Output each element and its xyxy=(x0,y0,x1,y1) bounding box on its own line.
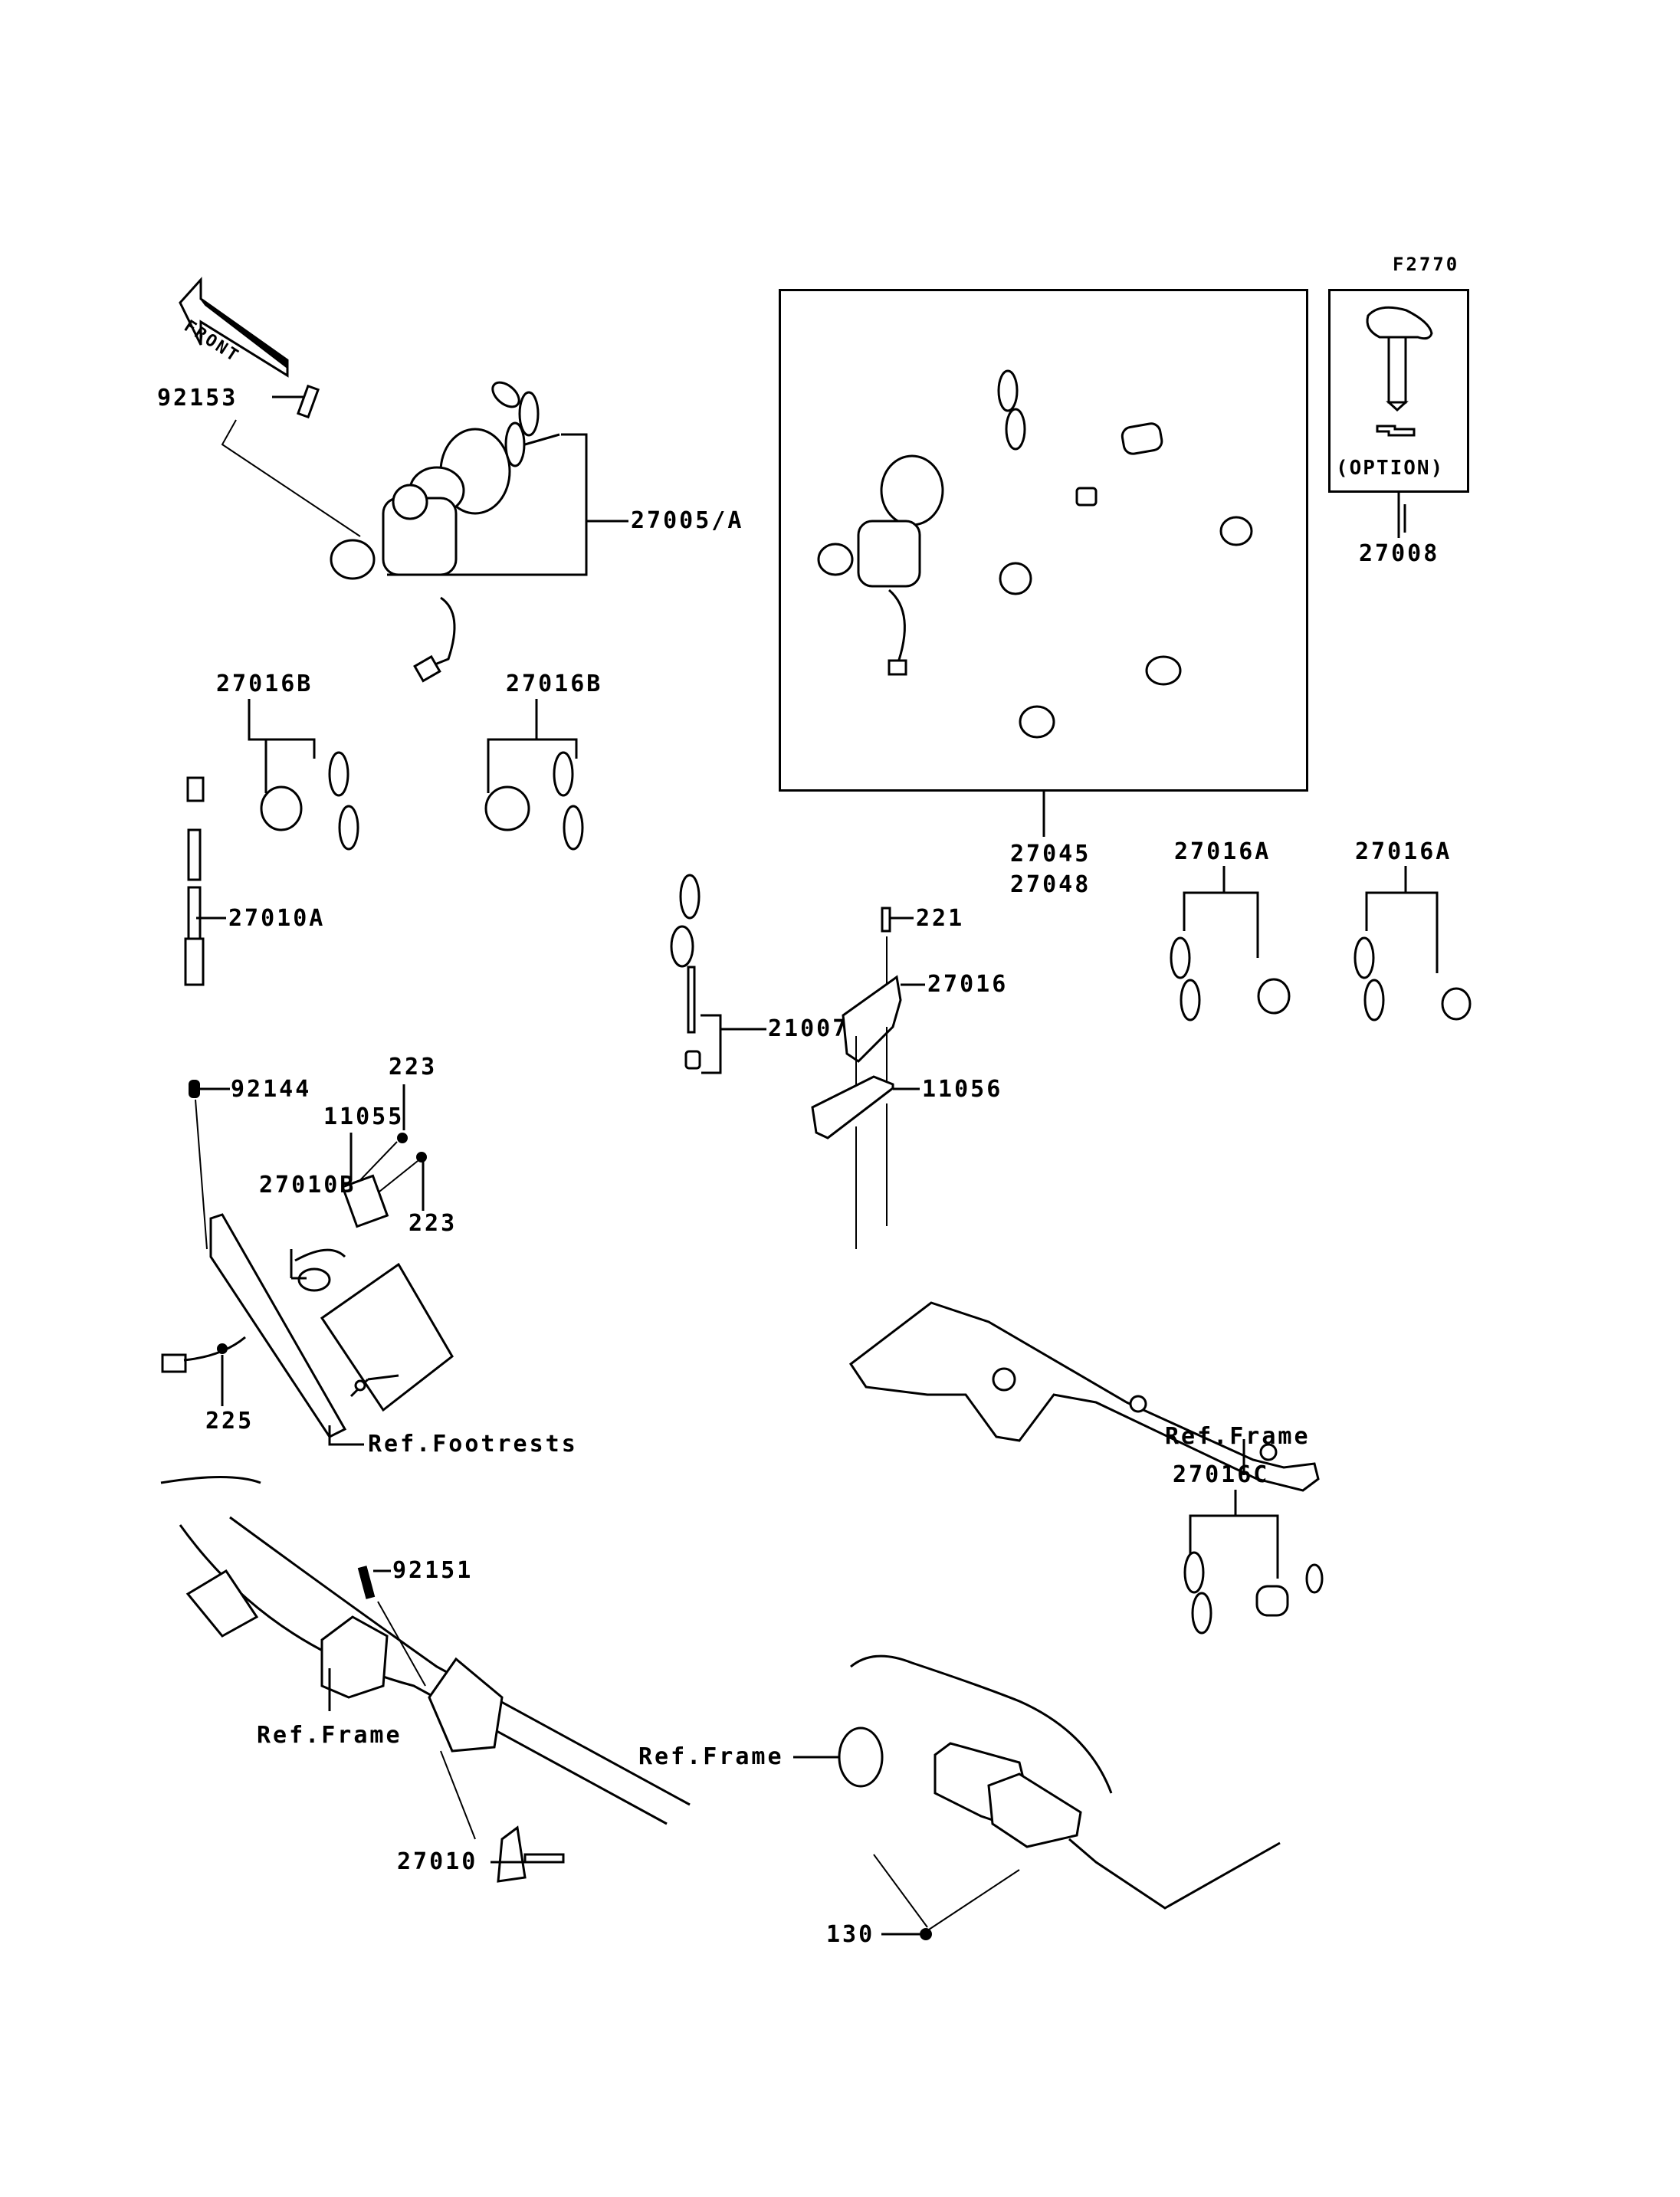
part-27016A-2: 27016A xyxy=(1355,838,1452,865)
blank-key-icon xyxy=(1366,306,1433,437)
lock-cylinder-27016B-1 xyxy=(260,785,303,831)
ref-footrests: Ref.Footrests xyxy=(368,1431,578,1458)
cap-21007 xyxy=(684,1050,701,1070)
ref-frame-left: Ref.Frame xyxy=(257,1722,402,1749)
part-27016: 27016 xyxy=(927,971,1009,998)
part-11055: 11055 xyxy=(323,1103,405,1130)
option-label: (OPTION) xyxy=(1336,457,1445,480)
plate-11056 xyxy=(811,1075,894,1139)
lock-cylinder-27016C xyxy=(1255,1585,1289,1617)
bolt-130 xyxy=(920,1928,932,1940)
part-221: 221 xyxy=(916,905,965,932)
part-27016A-1: 27016A xyxy=(1174,838,1271,865)
part-27010: 27010 xyxy=(397,1848,478,1875)
bolt-92153 xyxy=(297,384,320,419)
lock-cylinder-27016B-2 xyxy=(484,785,530,831)
bracket-27016 xyxy=(842,975,902,1063)
part-92151: 92151 xyxy=(392,1557,474,1584)
part-27010A: 27010A xyxy=(228,905,326,932)
ignition-kit-box xyxy=(779,289,1308,792)
part-27008: 27008 xyxy=(1359,540,1440,567)
part-27016B-2: 27016B xyxy=(506,671,603,697)
part-11056: 11056 xyxy=(922,1076,1003,1103)
part-223-upper: 223 xyxy=(389,1054,438,1080)
option-box xyxy=(1328,289,1469,493)
part-225: 225 xyxy=(205,1408,254,1435)
part-27045: 27045 xyxy=(1010,841,1091,867)
figure-code: F2770 xyxy=(1393,254,1460,275)
footrest-bracket xyxy=(209,1213,454,1438)
part-27048: 27048 xyxy=(1010,871,1091,898)
connector-27010A xyxy=(186,776,205,802)
part-27005A: 27005/A xyxy=(631,507,744,534)
key-pair-27005A xyxy=(491,381,560,467)
part-92144: 92144 xyxy=(231,1076,312,1103)
part-27010B: 27010B xyxy=(259,1172,356,1199)
part-27016C: 27016C xyxy=(1173,1461,1270,1488)
part-130: 130 xyxy=(826,1921,875,1948)
lock-cylinder-27016A-1 xyxy=(1257,978,1291,1015)
part-223-lower: 223 xyxy=(409,1210,458,1237)
part-21007: 21007 xyxy=(768,1015,849,1042)
connector-27010B xyxy=(161,1353,187,1373)
ignition-kit-parts xyxy=(817,369,1253,739)
bolt-92151 xyxy=(357,1566,376,1599)
ignition-switch-27005A xyxy=(330,428,511,683)
ref-frame-center: Ref.Frame xyxy=(638,1743,784,1770)
front-direction-arrow-icon xyxy=(179,277,289,378)
frame-left xyxy=(160,1476,691,1825)
part-92153: 92153 xyxy=(157,385,238,412)
screw-221 xyxy=(881,907,891,933)
lock-cylinder-27016A-2 xyxy=(1441,987,1472,1021)
part-27016B-1: 27016B xyxy=(216,671,313,697)
switch-27010 xyxy=(497,1825,527,1883)
ref-frame-right: Ref.Frame xyxy=(1165,1423,1311,1450)
bracket-11055 xyxy=(341,1174,389,1228)
frame-center xyxy=(838,1654,1113,1848)
frame-right xyxy=(848,1301,1320,1492)
